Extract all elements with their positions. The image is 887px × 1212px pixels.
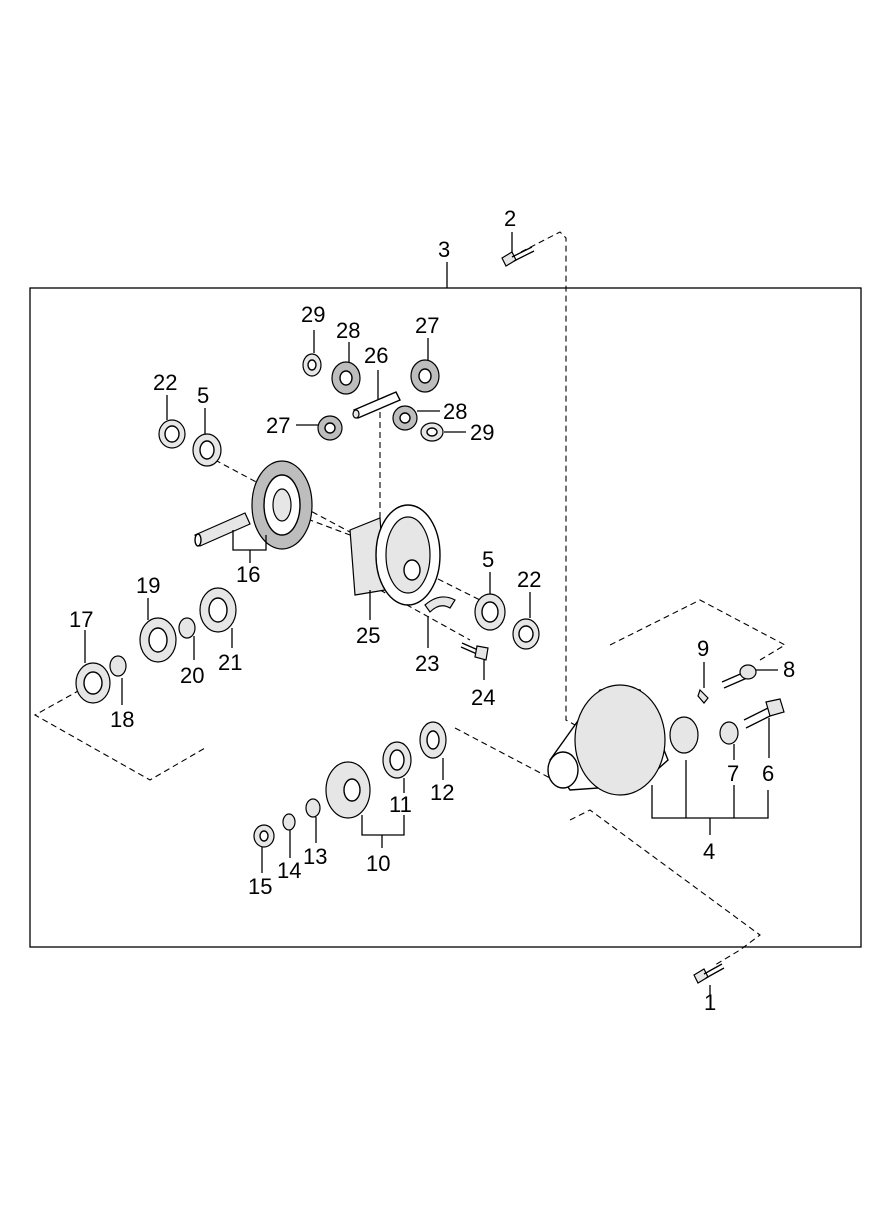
washer-icon xyxy=(719,721,739,745)
callout-2: 2 xyxy=(504,206,516,231)
callout-23: 23 xyxy=(415,651,439,676)
clip-icon xyxy=(697,688,709,704)
bolt-icon xyxy=(460,642,489,661)
callout-17: 17 xyxy=(69,607,93,632)
callout-7: 7 xyxy=(727,761,739,786)
nut-icon xyxy=(253,824,275,848)
callout-18: 18 xyxy=(110,707,134,732)
housing-icon xyxy=(547,684,699,796)
callout-16: 16 xyxy=(236,562,260,587)
bearing-icon xyxy=(474,593,506,631)
callout-28a: 28 xyxy=(336,318,360,343)
gear-icon xyxy=(331,361,361,395)
flange-icon xyxy=(139,617,177,663)
dash-flange xyxy=(454,727,551,779)
dash-bolt-2 xyxy=(520,231,594,726)
assembly-frame xyxy=(29,287,862,948)
bolt-icon xyxy=(693,963,725,984)
dash-bearing-5 xyxy=(214,459,351,533)
dash-bolt-24 xyxy=(379,589,471,641)
shaft-icon xyxy=(352,391,401,419)
flange-icon xyxy=(382,741,412,779)
washer-icon xyxy=(109,655,127,677)
callout-8: 8 xyxy=(783,657,795,682)
callout-12: 12 xyxy=(430,780,454,805)
callout-13: 13 xyxy=(303,844,327,869)
nut-icon xyxy=(158,419,186,449)
washer-icon xyxy=(178,617,196,639)
bolt-icon xyxy=(501,246,535,267)
housing-icon xyxy=(349,504,441,606)
callout-5b: 5 xyxy=(482,547,494,572)
gear-icon xyxy=(410,359,440,393)
dash-bolt-1 xyxy=(569,809,761,966)
callout-1: 1 xyxy=(704,990,716,1015)
dash-cover-bolts xyxy=(609,599,787,661)
callout-6: 6 xyxy=(762,761,774,786)
bearing-icon xyxy=(199,587,237,633)
callout-9: 9 xyxy=(697,636,709,661)
callout-24: 24 xyxy=(471,685,495,710)
leader-10 xyxy=(361,815,405,836)
shaft-icon xyxy=(194,512,251,547)
callout-20: 20 xyxy=(180,663,204,688)
callout-27b: 27 xyxy=(266,413,290,438)
washer-icon xyxy=(305,798,321,818)
callout-25: 25 xyxy=(356,623,380,648)
callout-5a: 5 xyxy=(197,383,209,408)
callout-4: 4 xyxy=(703,839,715,864)
callout-21: 21 xyxy=(218,650,242,675)
bearing-icon xyxy=(75,662,111,704)
washer-icon xyxy=(282,813,296,831)
callout-29a: 29 xyxy=(301,302,325,327)
shim-icon xyxy=(424,596,456,613)
callout-28b: 28 xyxy=(443,399,467,424)
callout-19: 19 xyxy=(136,573,160,598)
callout-11: 11 xyxy=(389,792,412,817)
callout-29b: 29 xyxy=(470,420,494,445)
bolt-icon xyxy=(721,664,757,689)
bolt-icon xyxy=(743,698,785,729)
callout-27a: 27 xyxy=(415,313,439,338)
nut-icon xyxy=(512,618,540,650)
gear-icon xyxy=(317,415,343,441)
flange-icon xyxy=(419,721,447,759)
callout-15: 15 xyxy=(248,874,272,899)
callout-14: 14 xyxy=(277,858,301,883)
gear-icon xyxy=(392,405,418,431)
gear-icon xyxy=(251,460,313,550)
flange-icon xyxy=(325,761,371,819)
callout-22b: 22 xyxy=(517,567,541,592)
callout-26: 26 xyxy=(364,343,388,368)
bearing-icon xyxy=(192,433,222,467)
callout-22a: 22 xyxy=(153,370,177,395)
dash-pinion-group xyxy=(33,689,206,781)
callout-3: 3 xyxy=(438,237,450,262)
callout-10: 10 xyxy=(366,851,390,876)
leader-4 xyxy=(651,785,769,819)
